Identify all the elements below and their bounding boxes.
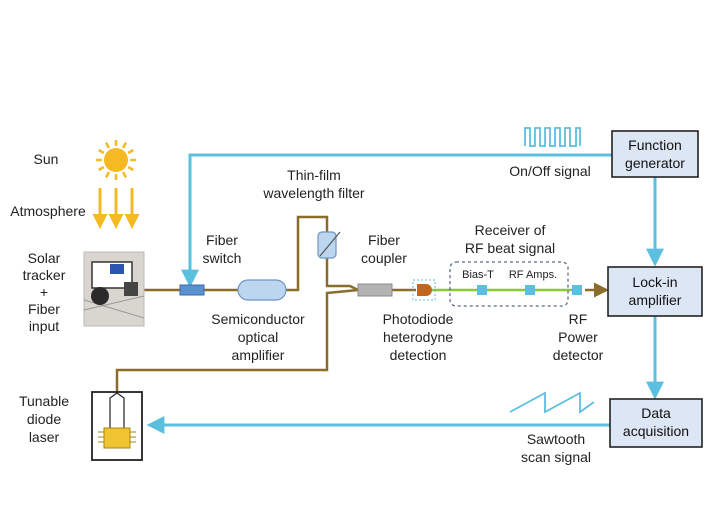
fiber-coupler-label: Fiber coupler: [361, 232, 407, 266]
svg-text:Solar: Solar: [28, 250, 61, 266]
filter-to-coupler: [325, 258, 359, 292]
tunable-laser-label: Tunable diode laser: [19, 393, 69, 445]
function-generator-label-2: generator: [625, 155, 685, 171]
rf-power-detector-label: RF Power detector: [553, 311, 604, 363]
soa-label: Semiconductor optical amplifier: [211, 311, 305, 363]
data-acquisition-box: Data acquisition: [609, 398, 703, 448]
bias-t-component: [477, 285, 487, 295]
rf-amp-component: [525, 285, 535, 295]
svg-text:input: input: [29, 318, 59, 334]
signal-lines: [146, 153, 664, 434]
svg-text:heterodyne: heterodyne: [383, 329, 453, 345]
sawtooth-wave-icon: [509, 391, 595, 414]
svg-text:RF beat signal: RF beat signal: [465, 240, 555, 256]
svg-text:amplifier: amplifier: [232, 347, 285, 363]
svg-text:scan signal: scan signal: [521, 449, 591, 465]
svg-text:RF: RF: [569, 311, 588, 327]
atmosphere-label: Atmosphere: [10, 203, 86, 219]
tunable-laser-icon: [91, 391, 143, 461]
svg-text:Fiber: Fiber: [368, 232, 400, 248]
bias-t-label: Bias-T: [462, 269, 494, 281]
soa-to-filter: [286, 215, 329, 292]
photodiode-component: [412, 279, 436, 301]
function-generator-label-1: Function: [628, 137, 682, 153]
laser-to-coupler: [115, 288, 359, 393]
daq-label-2: acquisition: [623, 423, 689, 439]
tracker-label: Solar tracker + Fiber input: [23, 250, 66, 334]
fiber-lines: [115, 215, 609, 393]
svg-text:Fiber: Fiber: [28, 301, 60, 317]
lockin-label-2: amplifier: [629, 292, 682, 308]
daq-label-1: Data: [641, 405, 671, 421]
svg-text:laser: laser: [29, 429, 60, 445]
lockin-label-1: Lock-in: [632, 274, 677, 290]
photodiode-label: Photodiode heterodyne detection: [383, 311, 454, 363]
svg-text:Sawtooth: Sawtooth: [527, 431, 585, 447]
fiber-coupler-component: [357, 283, 393, 297]
fiber-switch-component: [179, 284, 205, 296]
svg-text:Semiconductor: Semiconductor: [211, 311, 305, 327]
svg-text:wavelength filter: wavelength filter: [262, 185, 365, 201]
svg-text:Power: Power: [558, 329, 598, 345]
svg-text:optical: optical: [238, 329, 278, 345]
receiver-label: Receiver of RF beat signal: [465, 222, 555, 256]
rf-power-detector-component: [572, 285, 582, 295]
fiber-switch-label: Fiber switch: [203, 232, 242, 266]
rf-amps-label: RF Amps.: [509, 269, 557, 281]
svg-text:switch: switch: [203, 250, 242, 266]
svg-text:Photodiode: Photodiode: [383, 311, 454, 327]
thin-film-filter-label: Thin-film wavelength filter: [262, 167, 365, 201]
onoff-line: [181, 153, 612, 288]
onoff-signal-label: On/Off signal: [509, 163, 590, 179]
square-wave-icon: [524, 127, 581, 147]
solar-tracker-photo: [83, 251, 145, 327]
soa-component: [237, 279, 287, 301]
svg-text:Receiver of: Receiver of: [475, 222, 546, 238]
sawtooth-label: Sawtooth scan signal: [521, 431, 591, 465]
svg-text:detection: detection: [390, 347, 447, 363]
svg-text:Tunable: Tunable: [19, 393, 69, 409]
svg-text:detector: detector: [553, 347, 604, 363]
svg-text:tracker: tracker: [23, 267, 66, 283]
sun-rays-arrows: [92, 188, 140, 229]
svg-text:Thin-film: Thin-film: [287, 167, 341, 183]
svg-text:+: +: [40, 284, 48, 300]
thin-film-filter-component: [317, 231, 341, 259]
sun-label: Sun: [34, 151, 59, 167]
function-generator-box: Function generator: [611, 130, 699, 178]
svg-text:coupler: coupler: [361, 250, 407, 266]
svg-text:Fiber: Fiber: [206, 232, 238, 248]
svg-text:diode: diode: [27, 411, 61, 427]
sun-icon: [96, 140, 136, 180]
lock-in-amplifier-box: Lock-in amplifier: [607, 266, 703, 317]
